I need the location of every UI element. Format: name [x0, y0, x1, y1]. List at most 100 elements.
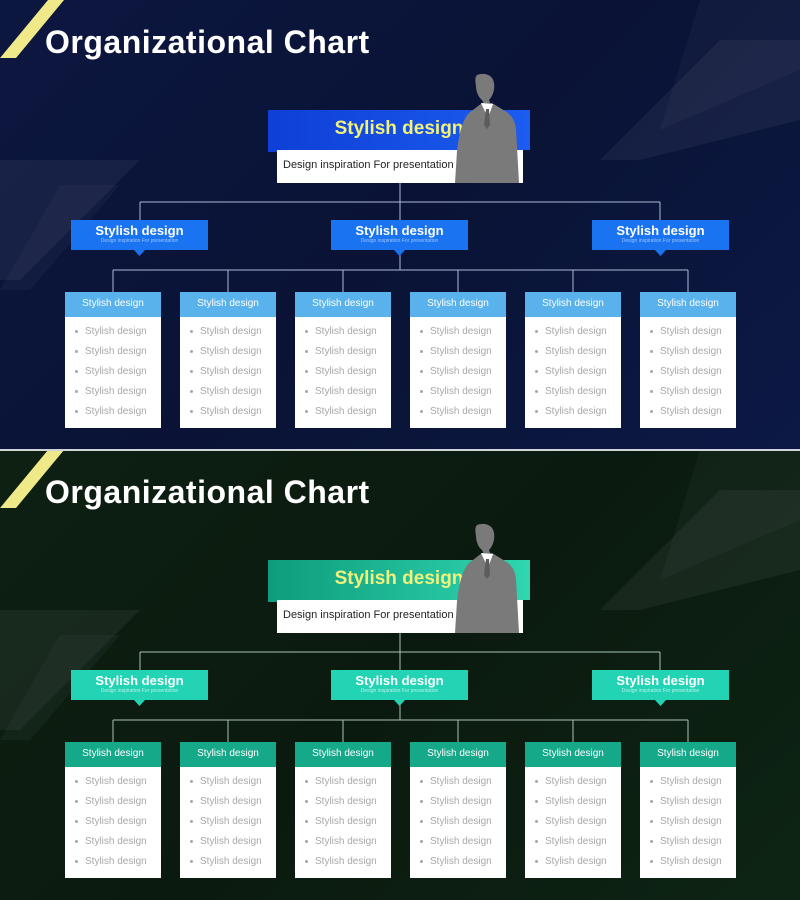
- card-list-item-text: Stylish design: [85, 776, 147, 787]
- middle-node-title: Stylish design: [355, 223, 444, 238]
- card-list-item: Stylish design: [75, 813, 161, 833]
- card-list-item-text: Stylish design: [660, 326, 722, 337]
- background-decoration: [0, 490, 800, 730]
- card-list-item: Stylish design: [190, 383, 276, 403]
- card-list-item: Stylish design: [650, 833, 736, 853]
- middle-node-title: Stylish design: [616, 673, 705, 688]
- bullet-icon: [75, 859, 78, 863]
- card-list-item: Stylish design: [420, 403, 506, 423]
- card-list-item-text: Stylish design: [545, 386, 607, 397]
- card-list-item: Stylish design: [75, 343, 161, 363]
- card-list-item: Stylish design: [535, 343, 621, 363]
- bullet-icon: [420, 389, 423, 393]
- slide-divider: [0, 449, 800, 451]
- card-list-item: Stylish design: [420, 833, 506, 853]
- card-list-item-text: Stylish design: [200, 406, 262, 417]
- bullet-icon: [75, 839, 78, 843]
- bullet-icon: [305, 329, 308, 333]
- card-list-item: Stylish design: [75, 323, 161, 343]
- card-list-item-text: Stylish design: [85, 796, 147, 807]
- bullet-icon: [420, 819, 423, 823]
- card-list-item: Stylish design: [190, 773, 276, 793]
- card-list-item: Stylish design: [535, 403, 621, 423]
- bullet-icon: [420, 369, 423, 373]
- bullet-icon: [305, 839, 308, 843]
- card-list-item-text: Stylish design: [545, 796, 607, 807]
- card-list-item-text: Stylish design: [660, 406, 722, 417]
- bullet-icon: [420, 779, 423, 783]
- bullet-icon: [535, 409, 538, 413]
- person-silhouette-icon: [455, 523, 519, 633]
- middle-node: Stylish design Design inspiration For pr…: [331, 220, 468, 250]
- bullet-icon: [190, 349, 193, 353]
- card-list-item: Stylish design: [650, 813, 736, 833]
- card-header: Stylish design: [65, 292, 161, 317]
- bullet-icon: [75, 819, 78, 823]
- bullet-icon: [190, 389, 193, 393]
- bullet-icon: [535, 329, 538, 333]
- card-list-item-text: Stylish design: [545, 406, 607, 417]
- middle-node: Stylish design Design inspiration For pr…: [592, 220, 729, 250]
- bullet-icon: [75, 389, 78, 393]
- card-list-item: Stylish design: [75, 853, 161, 873]
- card-list-item-text: Stylish design: [85, 386, 147, 397]
- card-list-item-text: Stylish design: [430, 366, 492, 377]
- bullet-icon: [305, 799, 308, 803]
- card-list-item-text: Stylish design: [315, 836, 377, 847]
- bullet-icon: [75, 409, 78, 413]
- card-header: Stylish design: [65, 742, 161, 767]
- bullet-icon: [420, 329, 423, 333]
- bullet-icon: [420, 799, 423, 803]
- bullet-icon: [305, 819, 308, 823]
- card-list-item: Stylish design: [190, 403, 276, 423]
- card-list-item-text: Stylish design: [545, 856, 607, 867]
- card-header: Stylish design: [410, 742, 506, 767]
- bullet-icon: [535, 389, 538, 393]
- card-list-item: Stylish design: [650, 363, 736, 383]
- card-list-item: Stylish design: [420, 363, 506, 383]
- card-list-item: Stylish design: [535, 793, 621, 813]
- bullet-icon: [535, 859, 538, 863]
- top-node-title: Stylish design: [334, 568, 464, 589]
- card-header: Stylish design: [640, 742, 736, 767]
- card-list-item: Stylish design: [305, 793, 391, 813]
- card-list-item-text: Stylish design: [200, 836, 262, 847]
- connector-lines: [112, 633, 689, 742]
- bullet-icon: [190, 799, 193, 803]
- card-list-item: Stylish design: [535, 813, 621, 833]
- bullet-icon: [305, 349, 308, 353]
- card-list-item: Stylish design: [305, 853, 391, 873]
- card-list-item: Stylish design: [420, 323, 506, 343]
- card-list-item-text: Stylish design: [85, 856, 147, 867]
- card-list-item-text: Stylish design: [660, 346, 722, 357]
- card-list-item-text: Stylish design: [315, 816, 377, 827]
- card-list-item: Stylish design: [420, 853, 506, 873]
- card-list-item: Stylish design: [650, 773, 736, 793]
- card-list-item: Stylish design: [420, 813, 506, 833]
- card-list-item: Stylish design: [650, 343, 736, 363]
- middle-node-subtitle: Design inspiration For presentation: [360, 238, 439, 244]
- chart-title: Organizational Chart: [45, 24, 370, 60]
- card-list-item-text: Stylish design: [545, 836, 607, 847]
- card-list-item-text: Stylish design: [200, 346, 262, 357]
- card-list-item: Stylish design: [535, 363, 621, 383]
- bullet-icon: [535, 799, 538, 803]
- bullet-icon: [535, 369, 538, 373]
- bullet-icon: [190, 859, 193, 863]
